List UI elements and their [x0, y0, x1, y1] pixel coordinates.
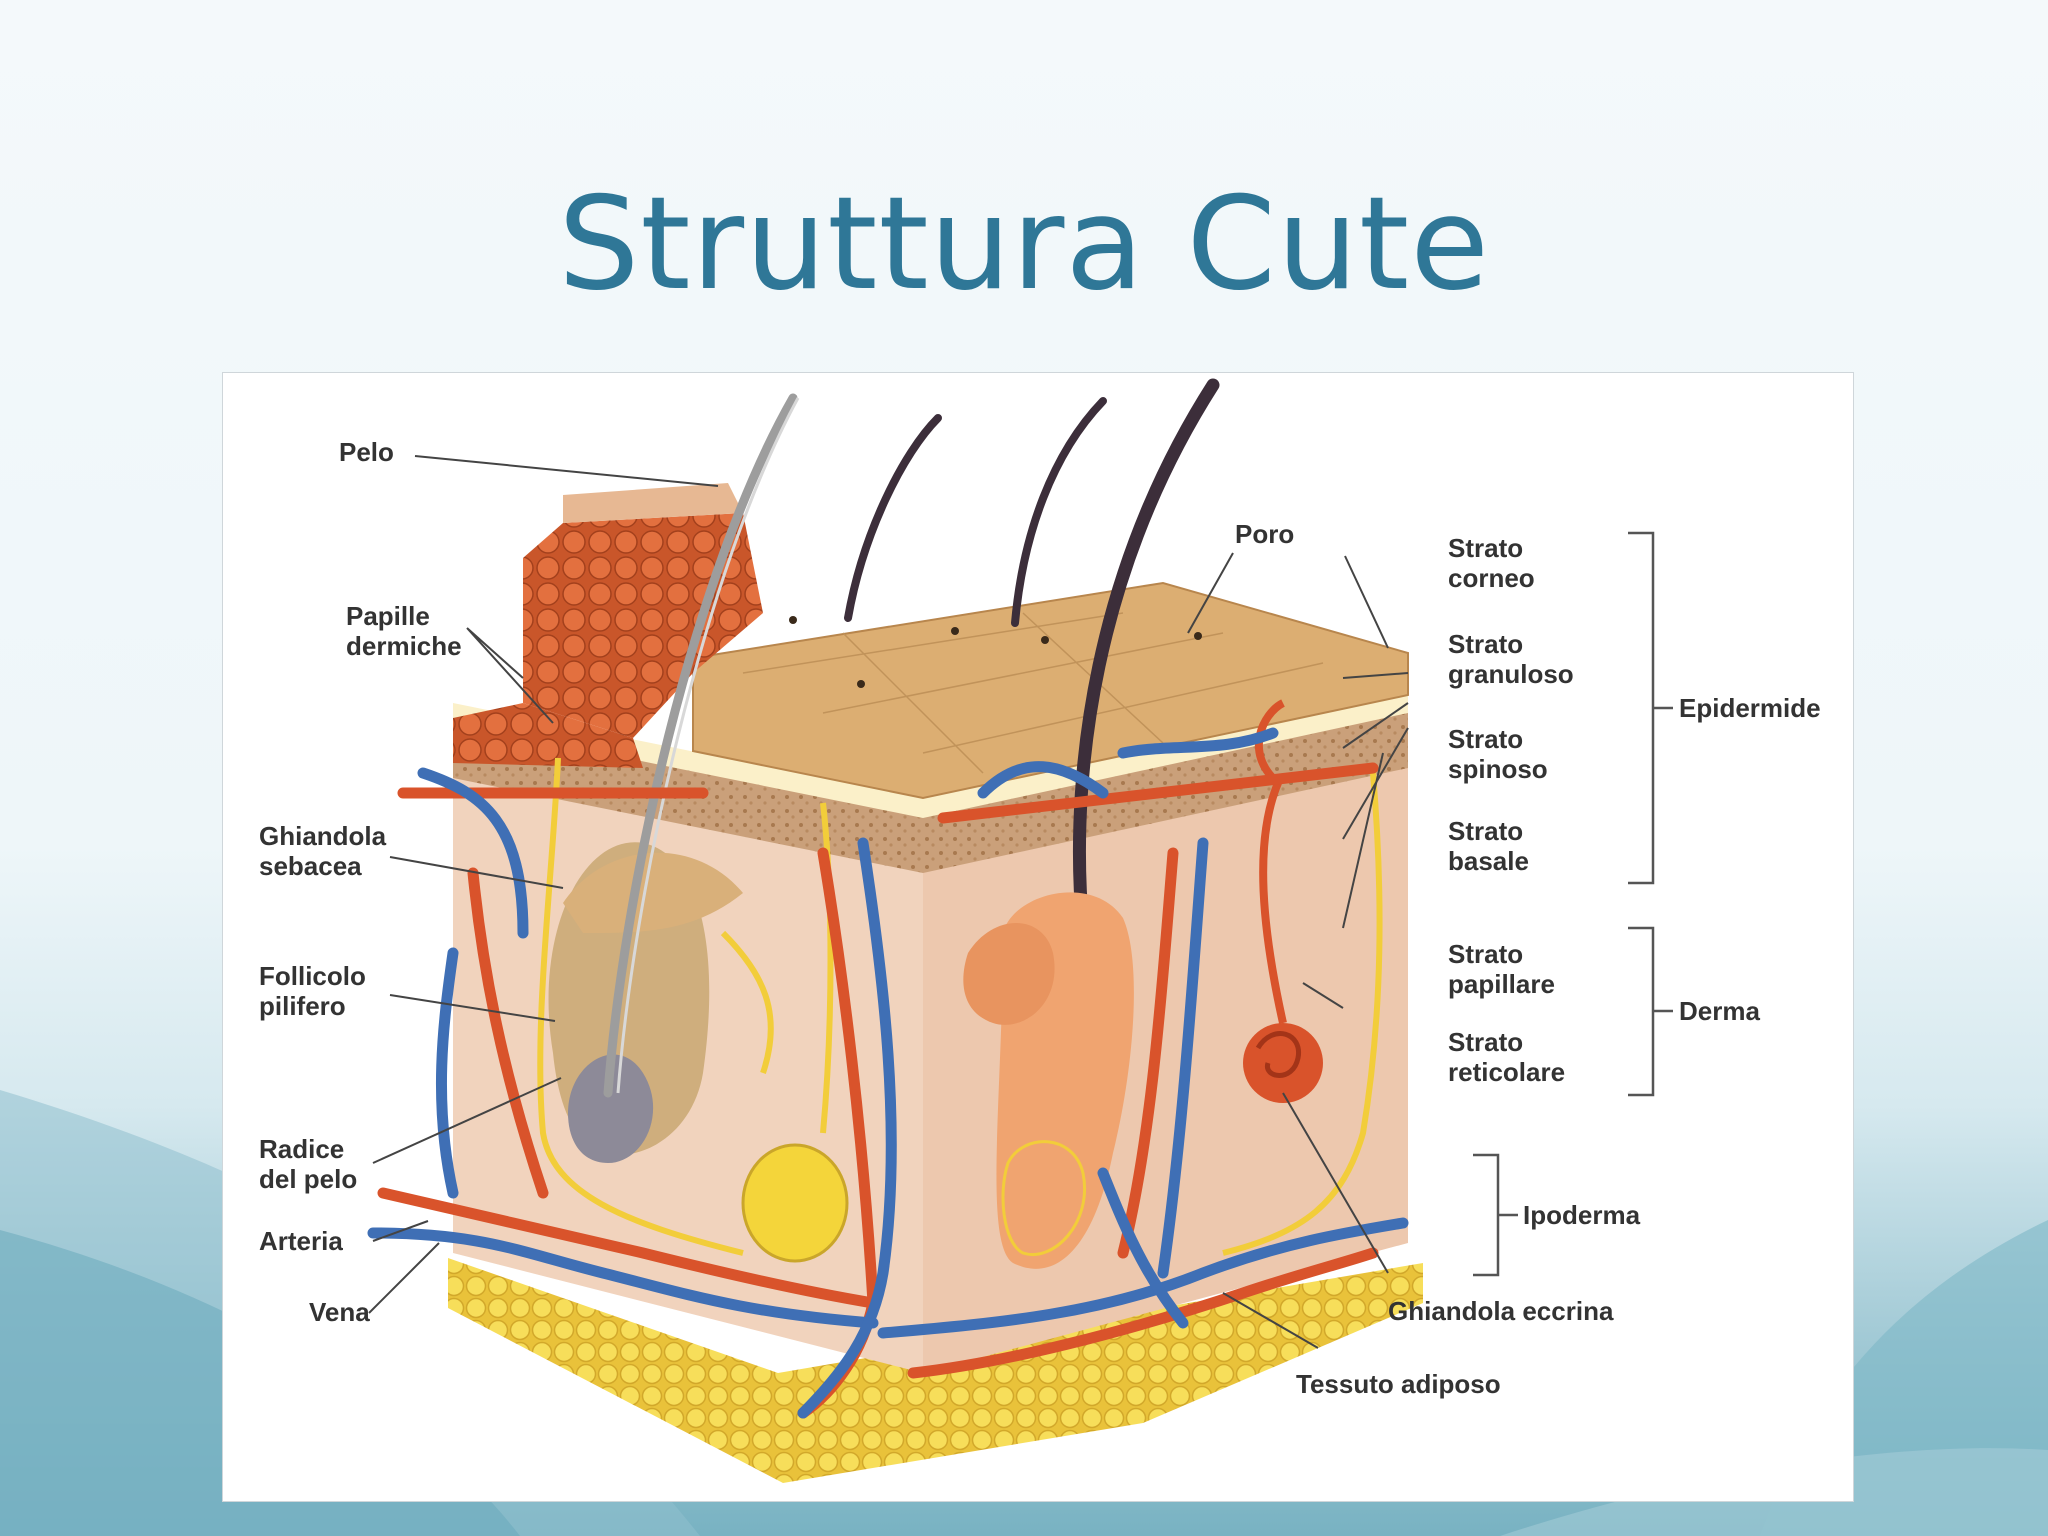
group-labels: Epidermide Derma Ipoderma: [1523, 693, 1821, 1230]
arteries: [377, 762, 1379, 1419]
labels-right: Poro Strato corneo Strato granuloso Stra…: [1235, 519, 1614, 1399]
label-spinoso-2: spinoso: [1448, 754, 1548, 784]
label-ipoderma: Ipoderma: [1523, 1200, 1641, 1230]
label-reticolare-1: Strato: [1448, 1027, 1523, 1057]
label-ghiandola-eccrina: Ghiandola eccrina: [1388, 1296, 1614, 1326]
label-radice-1: Radice: [259, 1134, 344, 1164]
label-papille-2: dermiche: [346, 631, 462, 661]
veins: [367, 727, 1409, 1419]
leader-lines: [368, 455, 1409, 1349]
group-brackets: [1473, 531, 1673, 1277]
label-corneo-2: corneo: [1448, 563, 1535, 593]
label-derma: Derma: [1679, 996, 1760, 1026]
nerves: [537, 757, 1383, 1256]
slide-title: Struttura Cute: [558, 170, 1490, 319]
label-reticolare-2: reticolare: [1448, 1057, 1565, 1087]
labels-left: Pelo Papille dermiche Ghiandola sebacea …: [259, 437, 462, 1327]
skin-diagram: Pelo Papille dermiche Ghiandola sebacea …: [222, 372, 1854, 1502]
label-basale-1: Strato: [1448, 816, 1523, 846]
nerve-corpuscle: [741, 1143, 849, 1263]
skin-cross-section: Pelo Papille dermiche Ghiandola sebacea …: [259, 378, 1821, 1483]
label-papillare-2: papillare: [1448, 969, 1555, 999]
label-ghiandola-sebacea-2: sebacea: [259, 851, 362, 881]
label-epidermide: Epidermide: [1679, 693, 1821, 723]
label-pelo: Pelo: [339, 437, 394, 467]
label-poro: Poro: [1235, 519, 1294, 549]
label-papille-1: Papille: [346, 601, 430, 631]
dermal-papillae: [453, 483, 763, 768]
label-ghiandola-sebacea-1: Ghiandola: [259, 821, 387, 851]
label-basale-2: basale: [1448, 846, 1529, 876]
label-tessuto-adiposo: Tessuto adiposo: [1296, 1369, 1501, 1399]
label-spinoso-1: Strato: [1448, 724, 1523, 754]
eccrine-gland: [1243, 699, 1323, 1103]
label-granuloso-1: Strato: [1448, 629, 1523, 659]
label-follicolo-2: pilifero: [259, 991, 346, 1021]
label-radice-2: del pelo: [259, 1164, 357, 1194]
label-granuloso-2: granuloso: [1448, 659, 1574, 689]
label-corneo-1: Strato: [1448, 533, 1523, 563]
label-papillare-1: Strato: [1448, 939, 1523, 969]
label-follicolo-1: Follicolo: [259, 961, 366, 991]
hairs: [603, 378, 1220, 1098]
label-vena: Vena: [309, 1297, 370, 1327]
label-arteria: Arteria: [259, 1226, 343, 1256]
